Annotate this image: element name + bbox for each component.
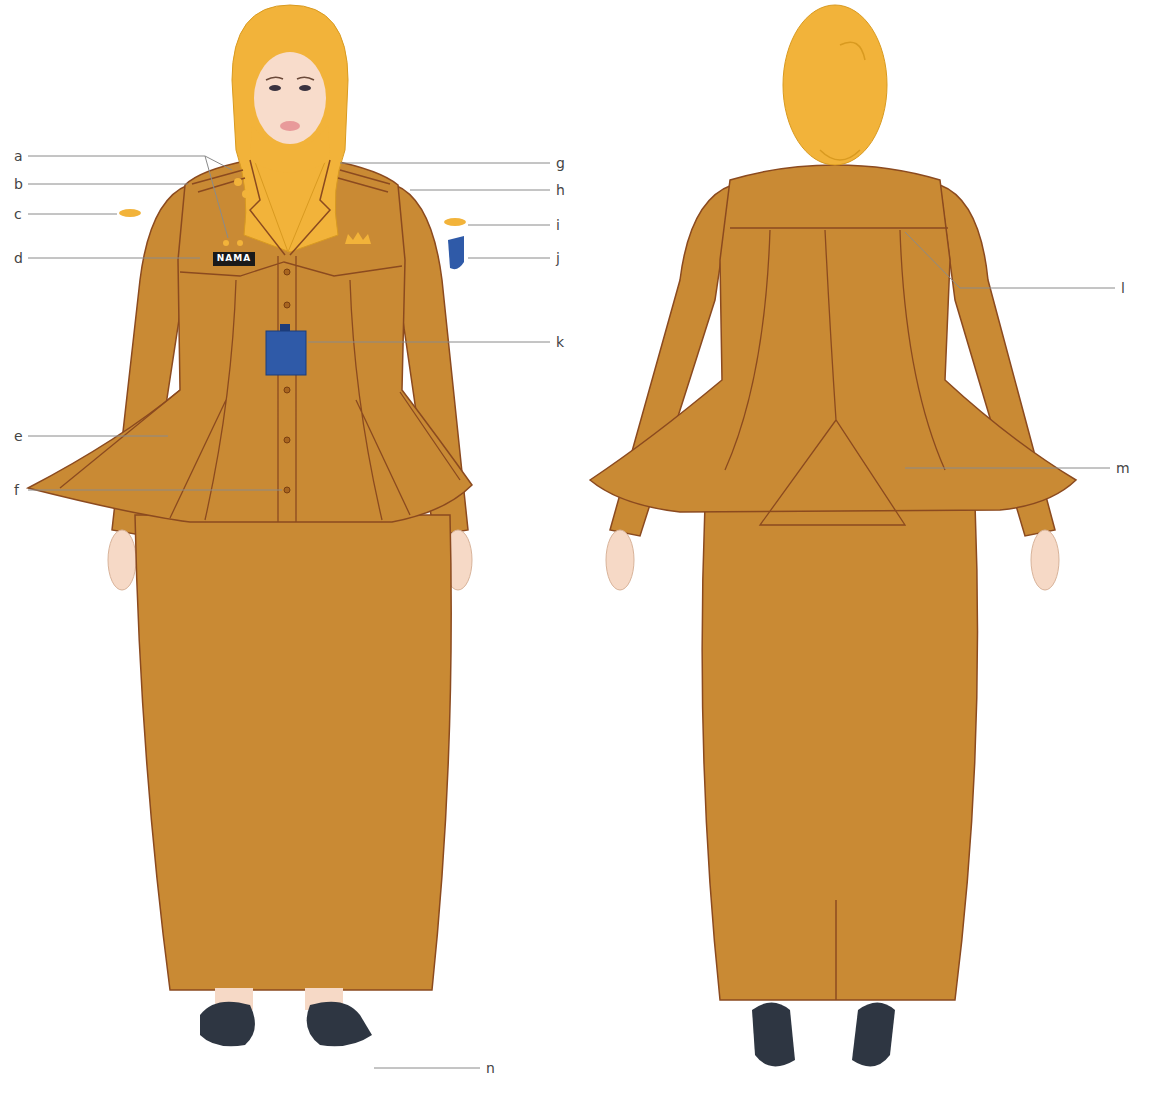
id-card (266, 331, 306, 375)
eye (269, 85, 281, 91)
callout-letter: c (14, 207, 22, 221)
hijab-fold (820, 42, 865, 160)
hand (606, 530, 634, 590)
hijab-back (783, 5, 887, 165)
callout-letter: i (556, 218, 560, 232)
callout-letter: e (14, 429, 23, 443)
shoulder-insignia (444, 218, 466, 226)
face (254, 52, 326, 144)
shoe (852, 1003, 895, 1067)
callout-letter: f (14, 483, 19, 497)
hijab-chin (250, 125, 330, 173)
skirt-slit (835, 900, 837, 1000)
hand (108, 530, 136, 590)
hijab-front (255, 162, 325, 252)
callout-letter: g (556, 156, 565, 170)
collar-pin (234, 178, 242, 186)
badge (223, 240, 229, 246)
hand (1031, 530, 1059, 590)
back-seams (725, 228, 948, 525)
callout-letter: b (14, 177, 23, 191)
badge (237, 240, 243, 246)
callout-letter: a (14, 149, 23, 163)
shoe (752, 1003, 795, 1067)
callout-letter: k (556, 335, 564, 349)
jacket-back (590, 165, 1076, 512)
callout-letter: d (14, 251, 23, 265)
leader-lines (28, 156, 1115, 1068)
shoe (307, 1002, 372, 1047)
emblem (345, 232, 371, 244)
seam-lines (60, 256, 460, 522)
collar-pin (242, 190, 250, 198)
skirt (135, 515, 451, 990)
lapel (250, 160, 330, 255)
eye (299, 85, 311, 91)
name-tag: NAMA (213, 252, 255, 266)
shoulder-insignia (119, 209, 141, 217)
name-text: NAMA (217, 253, 251, 263)
hijab (232, 5, 348, 252)
arm-patch (448, 236, 464, 269)
callout-letter: m (1116, 461, 1130, 475)
callout-letter: h (556, 183, 565, 197)
eyebrow (266, 77, 314, 80)
buttons (284, 269, 290, 493)
callout-letter: l (1121, 281, 1125, 295)
shoe (200, 1002, 255, 1047)
epaulette (192, 170, 390, 192)
lips (280, 121, 300, 131)
skirt (702, 505, 977, 1000)
callout-letter: n (486, 1061, 495, 1075)
callout-letter: j (556, 251, 560, 265)
